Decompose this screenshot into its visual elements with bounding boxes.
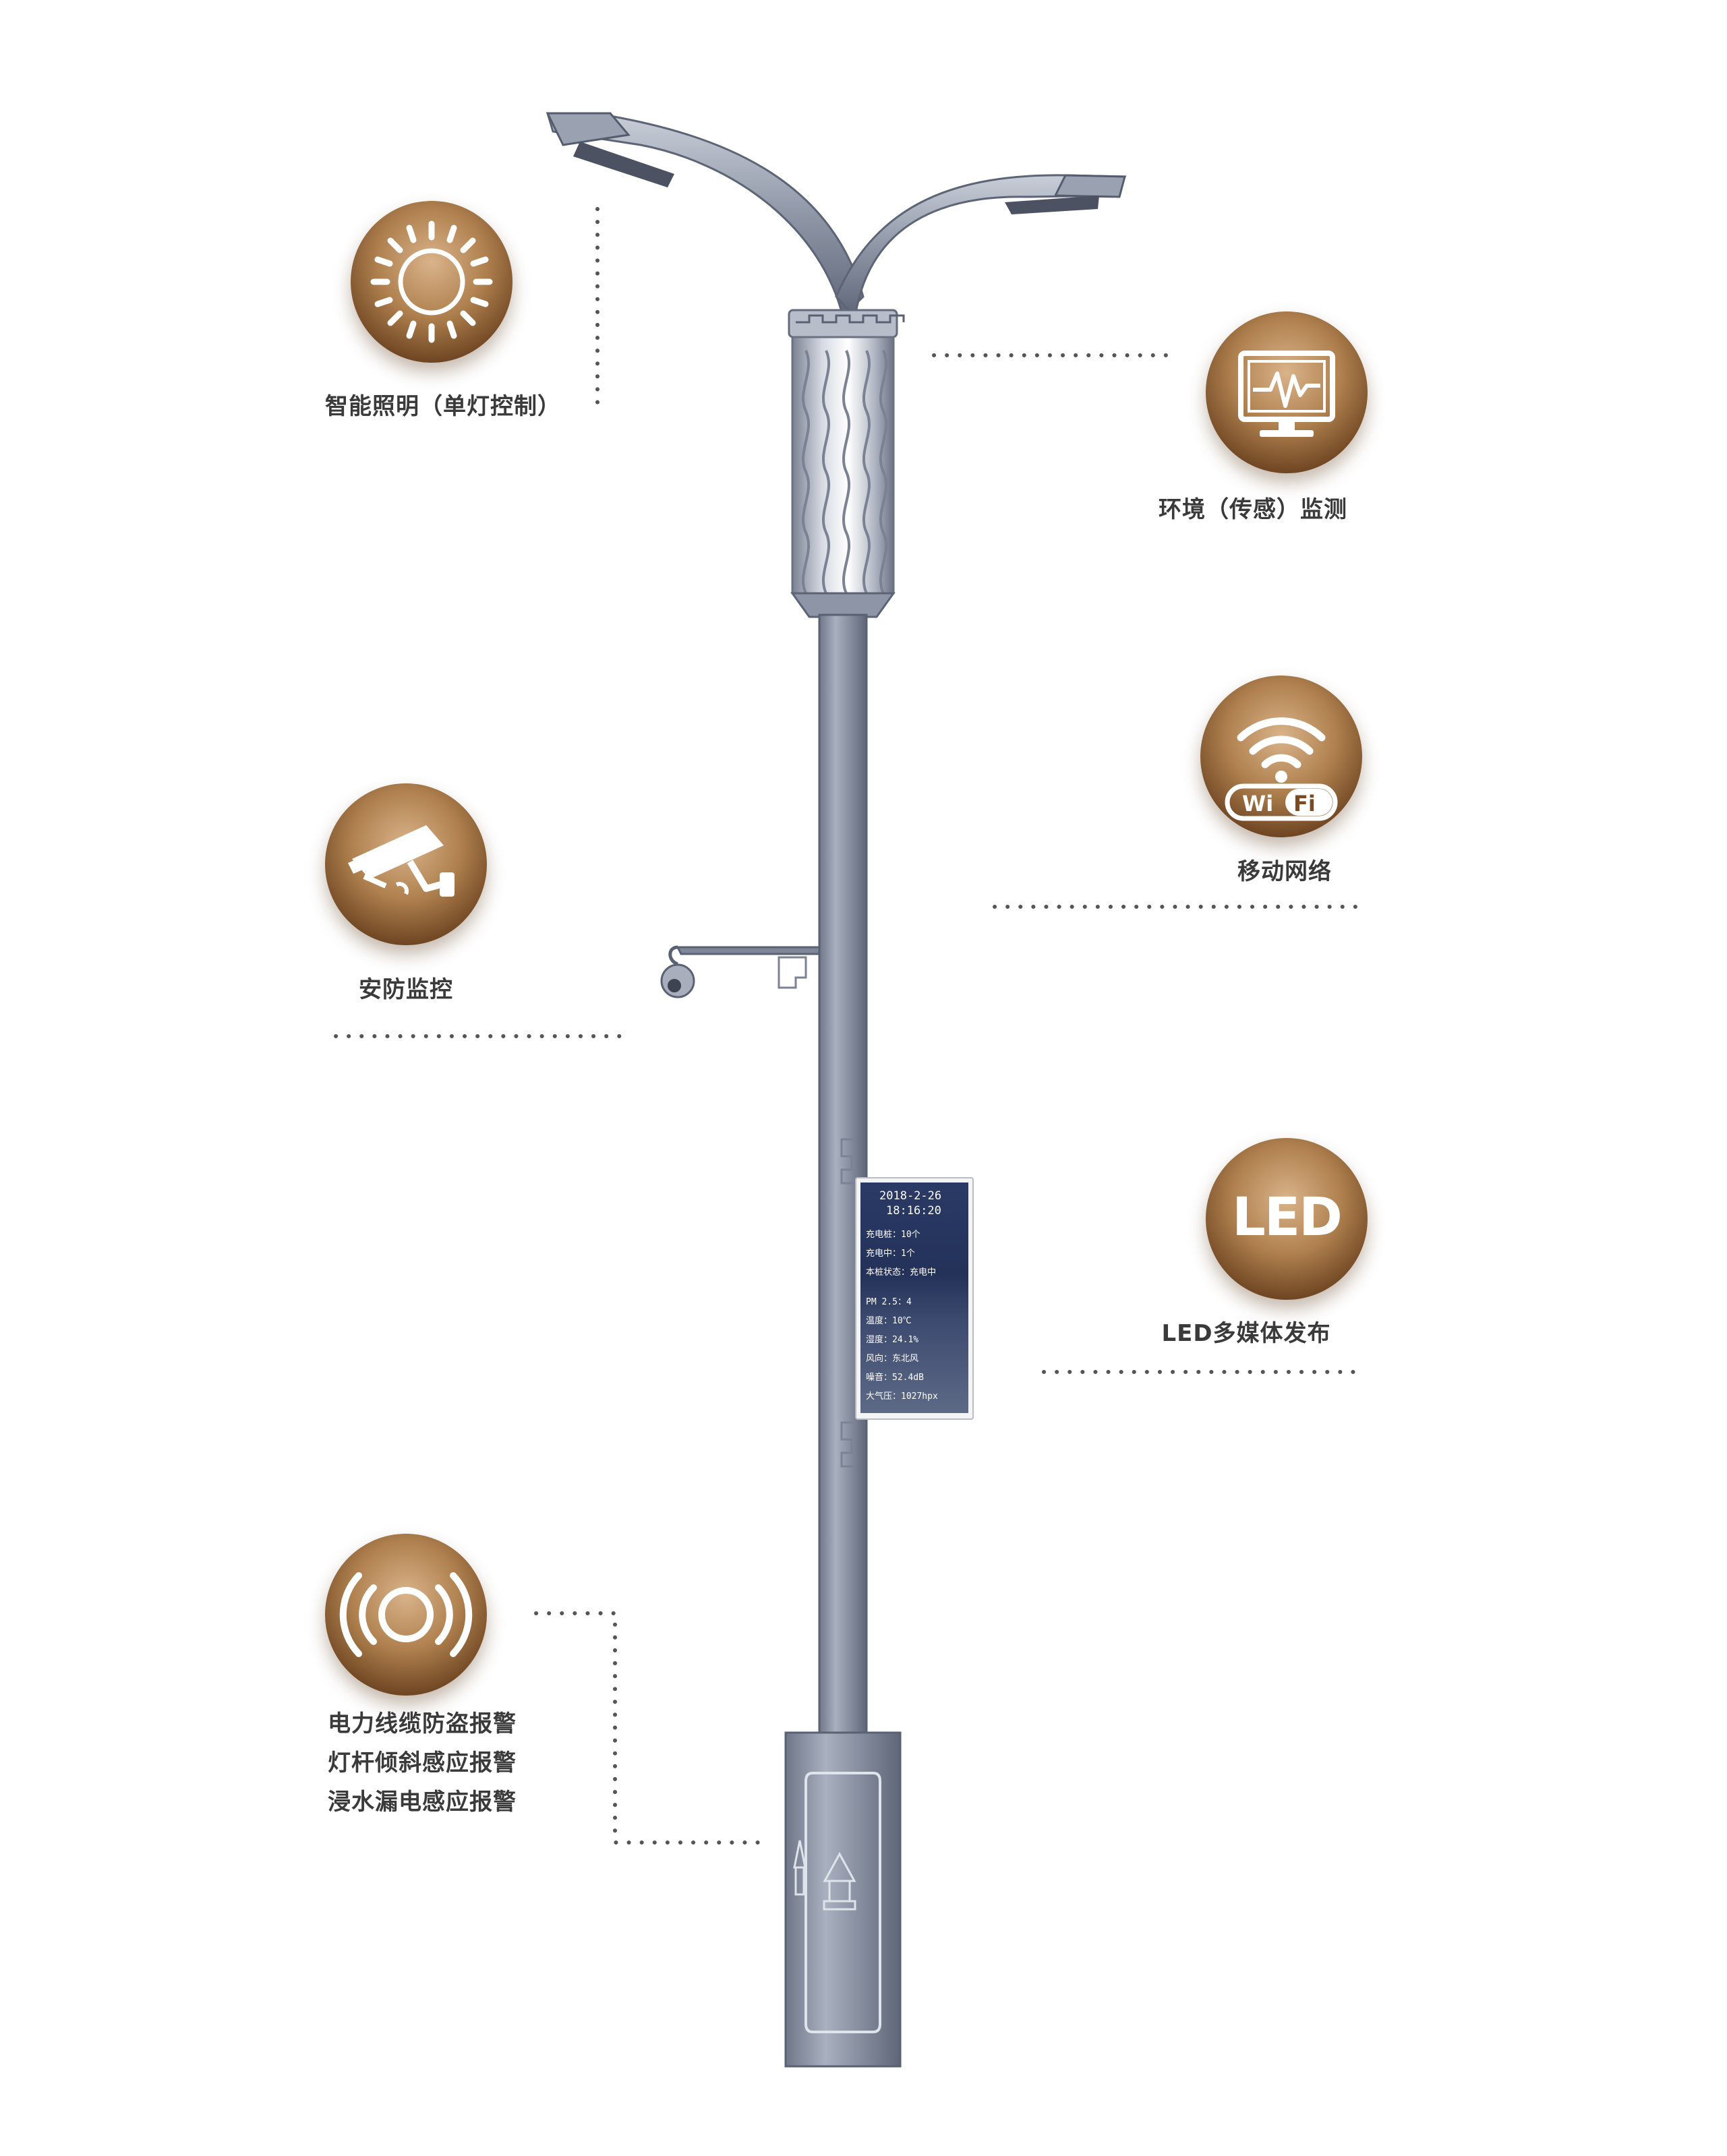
screen-line: 大气压：1027hpx [866,1391,938,1402]
screen-time: 18:16:20 [886,1204,941,1218]
security-badge [325,783,487,945]
led-media-label: LED多媒体发布 [1161,1320,1331,1347]
wifi-icon: Wi Fi [1225,717,1338,821]
sun-icon [370,220,493,343]
security-label: 安防监控 [359,976,453,1003]
monitor-waveform-icon [1238,351,1335,437]
screen-line: 温度：10℃ [866,1316,912,1326]
screen-line: 充电中：1个 [866,1249,915,1259]
smart-lighting-label: 智能照明（单灯控制） [325,393,561,420]
camera-arm [660,945,821,998]
screen-display: 2018-2-26 18:16:20 充电桩：10个 充电中：1个 本桩状态：充… [860,1182,968,1413]
pole-info-screen: 2018-2-26 18:16:20 充电桩：10个 充电中：1个 本桩状态：充… [855,1177,974,1420]
screen-line: 充电桩：10个 [866,1230,920,1240]
mobile-network-label: 移动网络 [1237,858,1332,885]
ornamental-drum [788,309,905,618]
lamp-arms [546,112,1127,320]
alarms-label: 电力线缆防盗报警 灯杆倾斜感应报警 浸水漏电感应报警 [328,1704,517,1822]
screen-line: 风向：东北风 [866,1354,919,1364]
connector-alarms [534,1611,761,1845]
smart-lighting-badge [351,201,513,363]
mobile-network-badge: Wi Fi [1200,676,1362,837]
alarm-line-water-leak: 浸水漏电感应报警 [328,1789,517,1816]
screen-line: 本桩状态：充电中 [866,1267,937,1278]
screen-line: PM 2.5：4 [866,1297,912,1307]
pole-shaft [818,613,868,1735]
environment-badge [1206,311,1368,473]
screen-brackets [840,1138,855,1468]
led-icon: LED [1232,1187,1343,1248]
alarms-badge [325,1534,487,1696]
environment-label: 环境（传感）监测 [1159,496,1347,523]
pole-base [784,1731,902,2068]
alarm-line-cable-theft: 电力线缆防盗报警 [328,1710,517,1737]
svg-text:Wi: Wi [1242,791,1273,816]
alarm-line-pole-tilt: 灯杆倾斜感应报警 [328,1749,517,1776]
led-media-badge: LED [1206,1138,1368,1300]
led-word: LED [1232,1187,1341,1248]
svg-text:Fi: Fi [1293,791,1316,816]
cctv-camera-icon [348,825,455,897]
screen-line: 噪音：52.4dB [866,1373,924,1383]
screen-line: 湿度：24.1% [866,1335,919,1345]
screen-date: 2018-2-26 [879,1189,942,1203]
alarm-signal-icon [339,1572,473,1657]
